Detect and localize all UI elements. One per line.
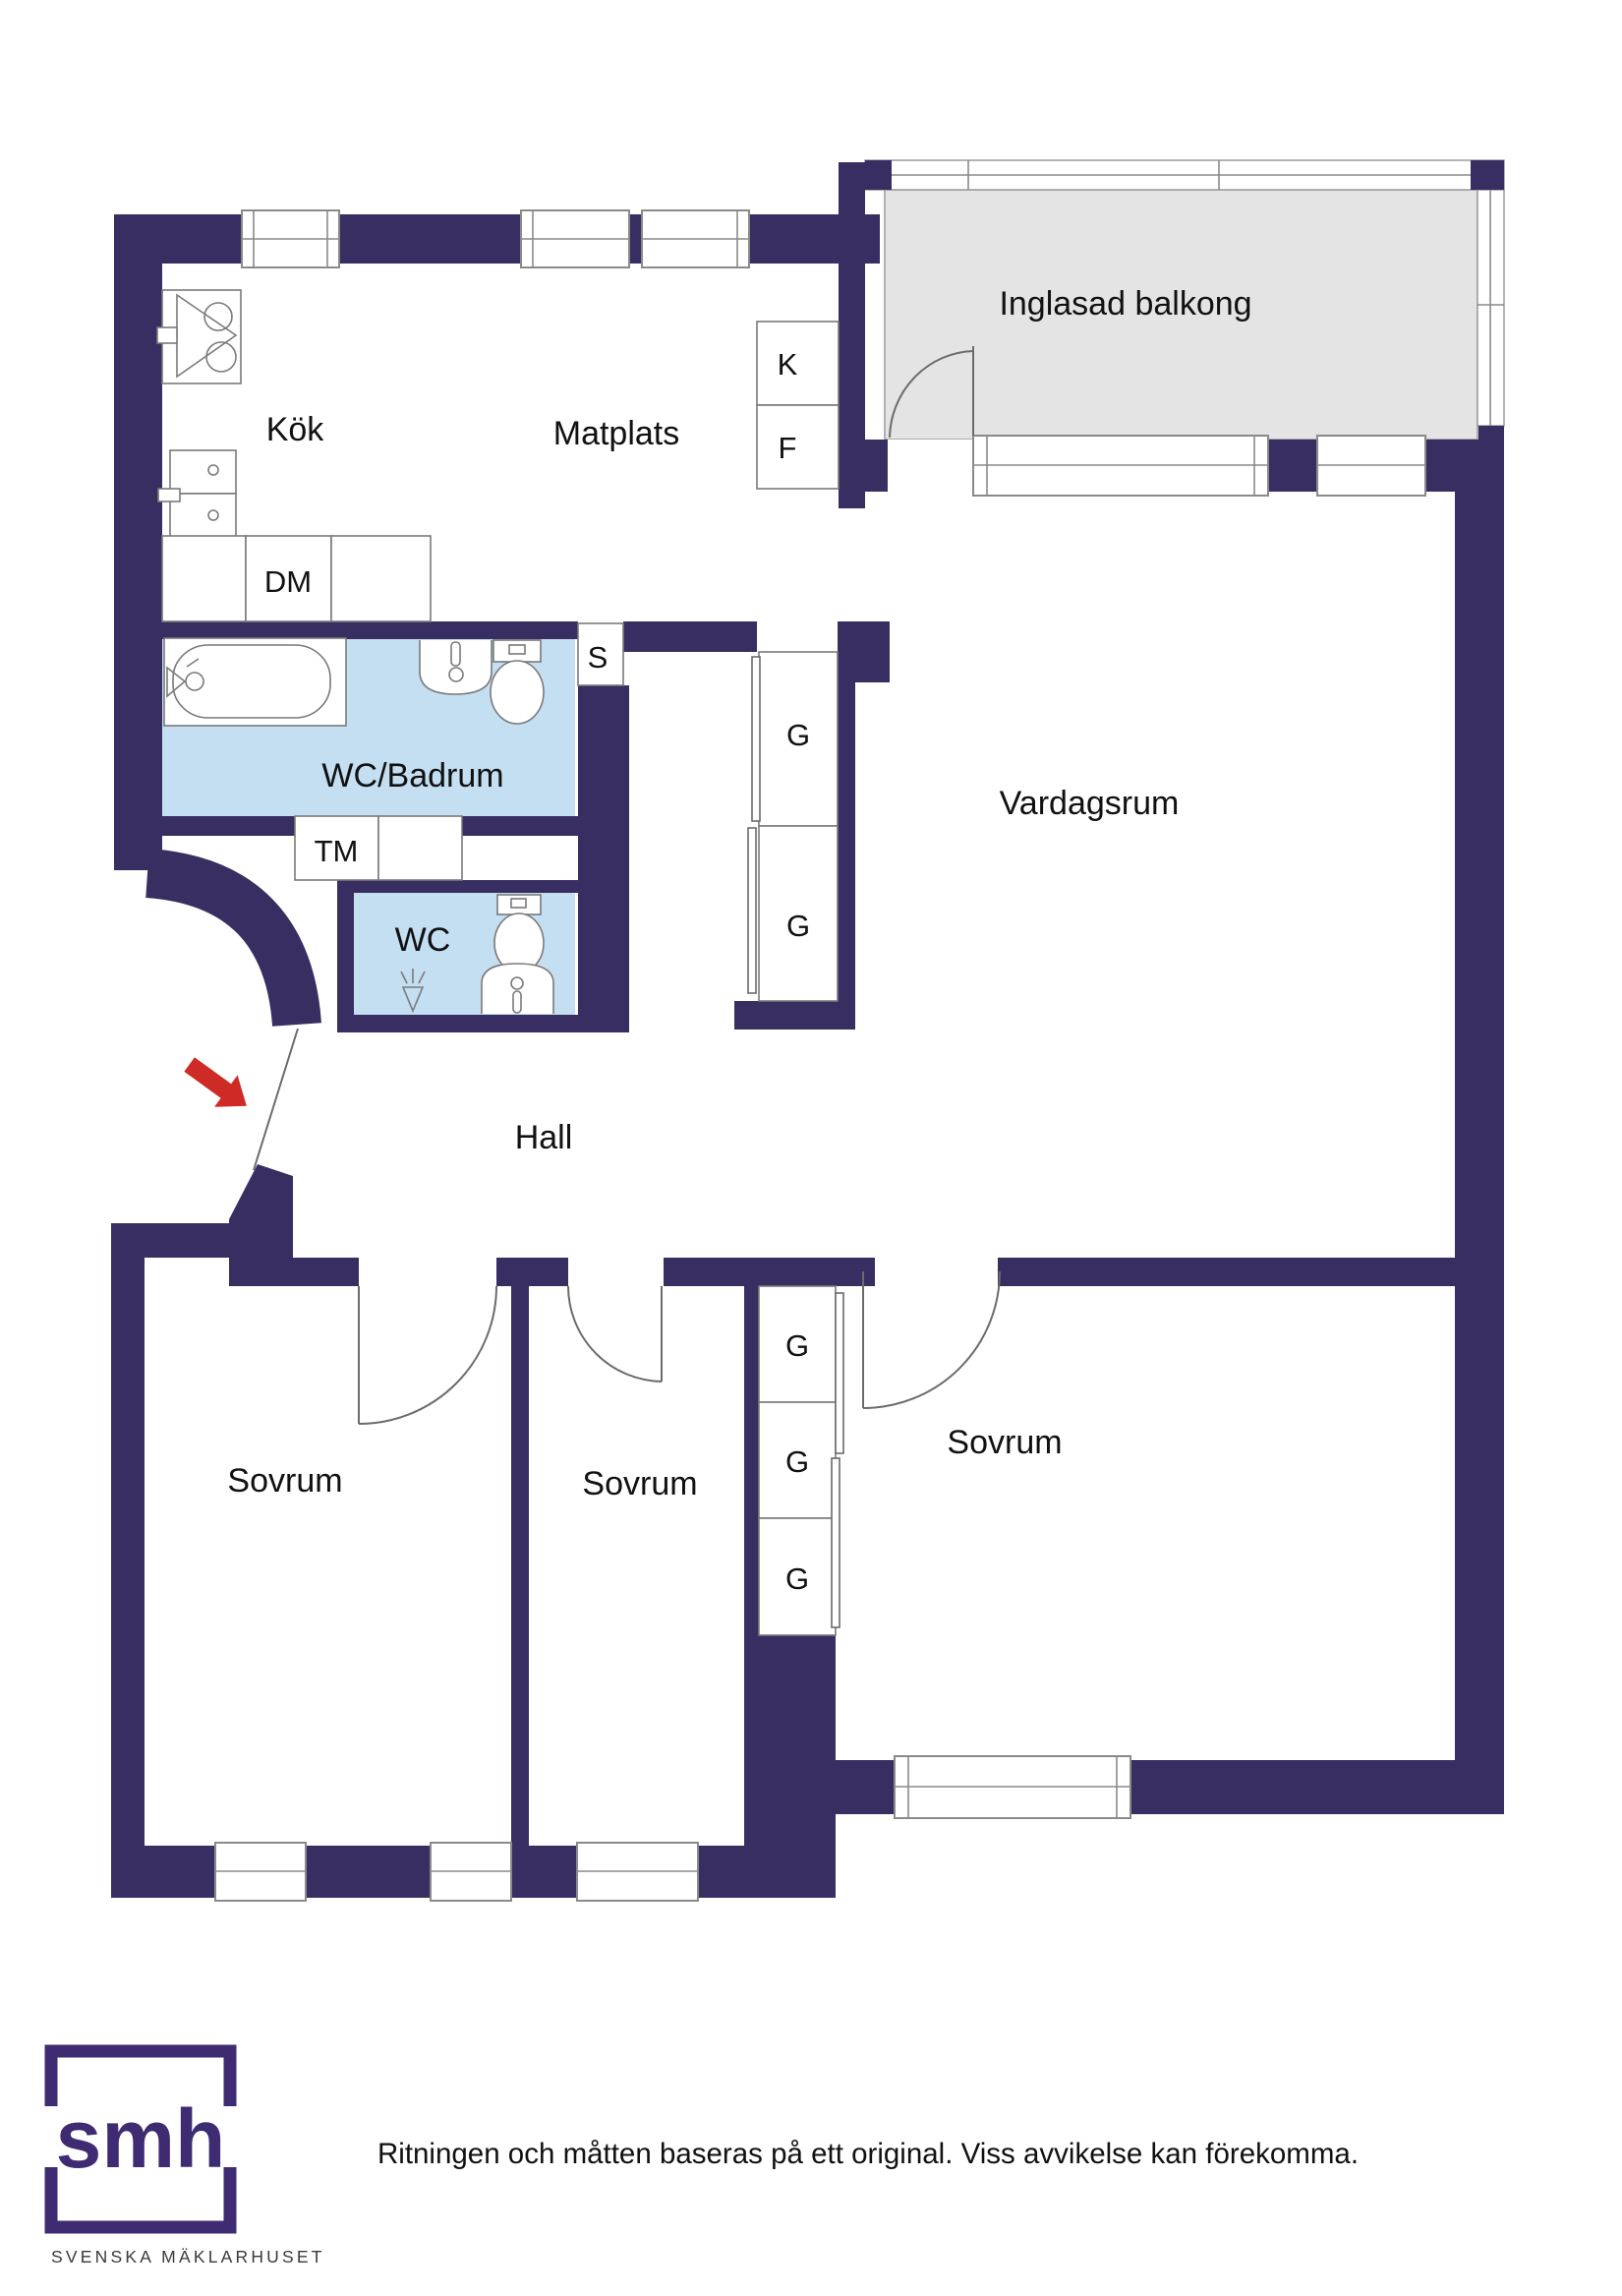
smh-logo: smh SVENSKA MÄKLARHUSET: [39, 2044, 325, 2267]
room-label-living: Vardagsrum: [1000, 785, 1180, 822]
bathroom-toilet-icon: [490, 639, 545, 725]
freezer-box: [756, 404, 840, 490]
closet-label-washer: TM: [315, 834, 359, 868]
closet-label-wardrobe: G: [785, 1328, 809, 1363]
balcony-door: [889, 346, 974, 439]
room-label-wc: WC: [395, 921, 451, 959]
room-label-bathroom: WC/Badrum: [321, 757, 503, 795]
room-label-bedroom3: Sovrum: [947, 1424, 1062, 1461]
balcony-door-opening: [888, 440, 973, 492]
fridge-box: [756, 321, 840, 406]
windows: [214, 209, 1426, 1902]
bedroom2-door: [567, 1285, 663, 1383]
window: [214, 1842, 307, 1902]
room-label-bedroom2: Sovrum: [582, 1465, 697, 1502]
washer-box: [294, 815, 379, 881]
closets: [294, 321, 844, 1636]
window: [241, 209, 340, 268]
closet-label-wardrobe: G: [786, 909, 810, 943]
window: [972, 435, 1269, 497]
logo-text: smh: [56, 2092, 226, 2185]
wc-toilet-icon: [493, 894, 545, 973]
entrance-arrow-icon: [184, 1057, 247, 1107]
bathroom-sink-icon: [419, 640, 492, 695]
room-label-kitchen: Kök: [266, 411, 325, 448]
closet-label-fridge: K: [778, 347, 798, 382]
bathtub-icon: [163, 637, 347, 727]
closet-label-freezer: F: [779, 431, 797, 465]
closet-labels: K F S TM DM G G G G G: [264, 347, 810, 1596]
bedroom3-door: [862, 1270, 1001, 1409]
cleaning-closet-box: [577, 622, 624, 686]
room-label-balcony: Inglasad balkong: [999, 285, 1251, 323]
room-label-bedroom1: Sovrum: [227, 1462, 342, 1500]
bedroom3-wardrobes: [758, 1285, 844, 1636]
disclaimer-text: Ritningen och måtten baseras på ett orig…: [377, 2138, 1359, 2170]
closet-label-cleaning: S: [588, 640, 608, 675]
window: [641, 209, 750, 268]
kitchen-fixtures: [156, 289, 432, 622]
wc-sink-icon: [481, 963, 554, 1014]
closet-label-wardrobe: G: [785, 1444, 809, 1479]
room-label-dining: Matplats: [553, 415, 680, 452]
balcony-floor: [884, 189, 1478, 441]
kitchen-sink-icon: [157, 449, 237, 538]
logo-subtext: SVENSKA MÄKLARHUSET: [51, 2247, 325, 2267]
window: [430, 1842, 512, 1902]
doors: [253, 346, 1001, 1425]
dishwasher-box: [245, 535, 332, 622]
bathroom-fixtures: [163, 637, 554, 1014]
hall-wardrobes: [747, 651, 839, 1002]
closet-label-wardrobe: G: [785, 1561, 809, 1596]
room-label-hall: Hall: [515, 1119, 573, 1156]
closet-label-wardrobe: G: [786, 718, 810, 752]
window: [894, 1755, 1131, 1819]
window: [1316, 435, 1426, 497]
shower-icon: [400, 969, 426, 1014]
bedroom1-door: [358, 1285, 497, 1425]
window: [576, 1842, 699, 1902]
entrance-door-leaf: [253, 1028, 299, 1171]
window: [520, 209, 630, 268]
closet-label-dishwasher: DM: [264, 564, 312, 599]
room-labels: Kök Matplats Inglasad balkong Vardagsrum…: [227, 285, 1251, 1502]
